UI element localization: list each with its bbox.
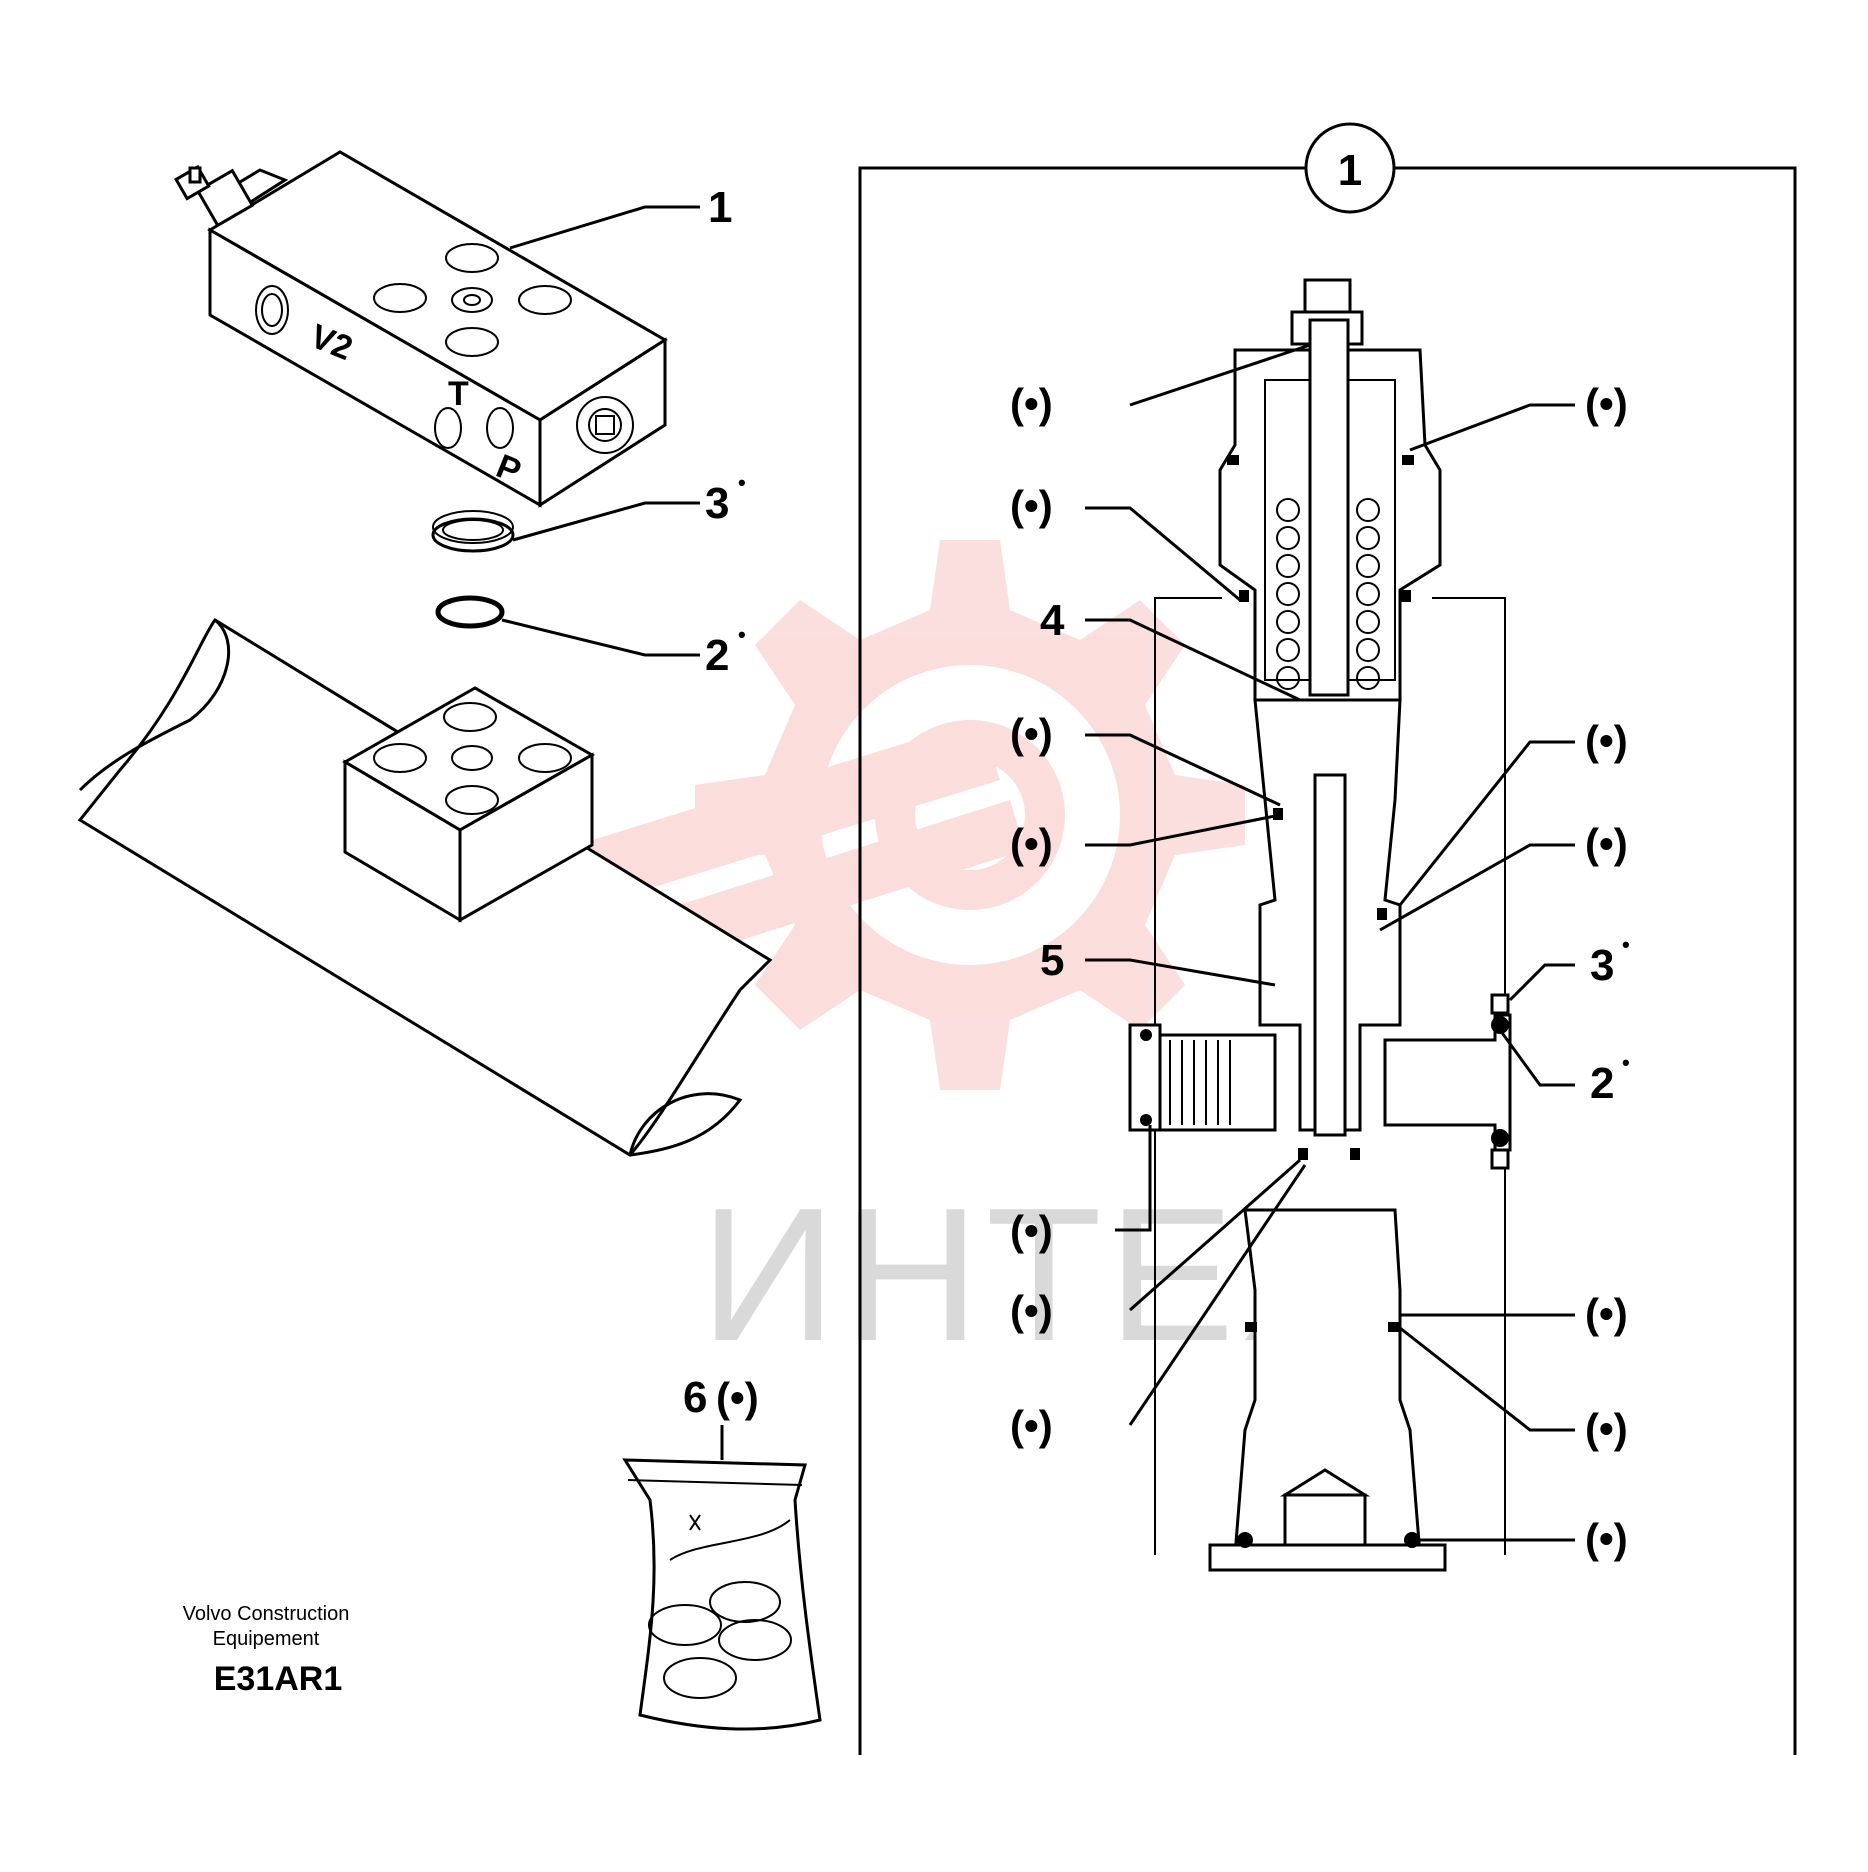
seal-ring-drawing bbox=[431, 510, 515, 553]
callout-part-5: 5 bbox=[1040, 936, 1064, 985]
kit-callout-left-2: (•) bbox=[1010, 482, 1053, 529]
kit-callout-left-5: (•) bbox=[1010, 1207, 1053, 1254]
callout-part-6-kit: (•) bbox=[716, 1374, 759, 1421]
port-label-t: T bbox=[448, 375, 469, 413]
callout-part-6: 6 bbox=[683, 1373, 707, 1422]
callout-part-1: 1 bbox=[708, 183, 732, 232]
detail-badge: 1 bbox=[1338, 146, 1362, 195]
callout-part-3: 3 bbox=[705, 479, 729, 528]
kit-callout-right-5: (•) bbox=[1585, 1405, 1628, 1452]
callout-section-3-kit-dot: • bbox=[1622, 932, 1630, 957]
kit-callout-right-1: (•) bbox=[1585, 380, 1628, 427]
callout-section-3: 3 bbox=[1590, 941, 1614, 990]
o-ring-drawing bbox=[435, 595, 505, 629]
kit-callout-right-2: (•) bbox=[1585, 717, 1628, 764]
drawing-code: E31AR1 bbox=[214, 1660, 343, 1698]
callout-part-2: 2 bbox=[705, 631, 729, 680]
valve-block-drawing bbox=[174, 150, 668, 508]
kit-callout-left-6: (•) bbox=[1010, 1287, 1053, 1334]
kit-callout-right-4: (•) bbox=[1585, 1290, 1628, 1337]
kit-callout-left-3: (•) bbox=[1010, 710, 1053, 757]
pipe-mount-drawing bbox=[77, 618, 773, 1157]
credit-line-2: Equipement bbox=[213, 1628, 320, 1650]
callout-part-3-kit-dot: • bbox=[738, 470, 746, 495]
kit-callout-left-7: (•) bbox=[1010, 1402, 1053, 1449]
kit-callout-left-1: (•) bbox=[1010, 380, 1053, 427]
callout-section-2-kit-dot: • bbox=[1622, 1050, 1630, 1075]
credit-line-1: Volvo Construction bbox=[183, 1603, 350, 1625]
kit-callout-right-6: (•) bbox=[1585, 1515, 1628, 1562]
valve-cross-section-drawing bbox=[1128, 278, 1512, 1572]
callout-part-2-kit-dot: • bbox=[738, 622, 746, 647]
callout-part-4: 4 bbox=[1040, 596, 1065, 645]
callout-section-2: 2 bbox=[1590, 1059, 1614, 1108]
kit-callout-left-4: (•) bbox=[1010, 820, 1053, 867]
seal-kit-bag-icon bbox=[622, 1458, 822, 1731]
kit-callout-right-3: (•) bbox=[1585, 820, 1628, 867]
